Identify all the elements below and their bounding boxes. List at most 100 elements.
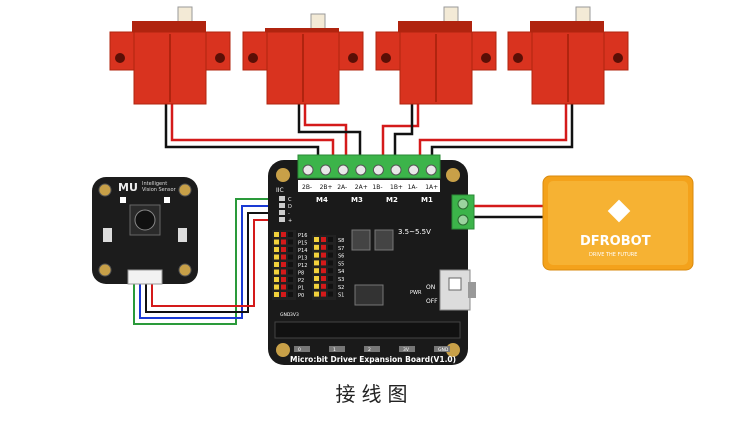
board-title: Micro:bit Driver Expansion Board(V1.0) [290, 355, 456, 364]
servo-pin-strip [328, 237, 333, 242]
servo-pin-strip [321, 276, 326, 281]
edge-label: 1 [333, 347, 336, 353]
motor-port-label: M3 [351, 196, 363, 204]
pwm-chip [354, 284, 384, 306]
edge-connector [274, 321, 461, 339]
sensor-name-line1: Intelligent [142, 181, 167, 187]
mount-hole [276, 168, 290, 182]
wire-servo4-red [418, 104, 568, 162]
servo-pin-strip [328, 260, 333, 266]
driver-chip [374, 229, 394, 251]
terminal-screw [337, 164, 349, 176]
power-terminal [451, 194, 475, 230]
servo-pin-strip [314, 291, 319, 297]
pin-strip [288, 247, 293, 252]
motor-pin-label: 2A- [337, 184, 347, 191]
iic-pin [279, 196, 285, 201]
pin-strip [288, 239, 293, 245]
servo-pin-strip [321, 244, 326, 250]
edge-label: 0 [298, 347, 301, 353]
servo-pin-strip [328, 268, 333, 274]
iic-pin-label: - [288, 211, 290, 217]
sensor-name-line2: Vision Sensor [142, 187, 177, 193]
terminal-screw [355, 164, 367, 176]
iic-pin [279, 210, 285, 215]
pin-strip [274, 262, 279, 267]
pin-strip [274, 247, 279, 252]
servo-motor [375, 6, 497, 105]
motor-port-label: M4 [316, 196, 328, 204]
pin-strip [274, 254, 279, 260]
left-pin-label: P16 [298, 233, 307, 239]
wire-iic-black [145, 212, 279, 313]
iic-pin-label: + [288, 218, 292, 224]
edge-pad [434, 346, 450, 352]
terminal-screw [320, 164, 332, 176]
bottom-row-label: GND [280, 312, 291, 318]
servo-pin-strip [328, 244, 333, 250]
diagram-caption: 接线图 [335, 382, 414, 406]
motor-pin-label: 1B+ [390, 184, 403, 191]
mount-hole [98, 263, 112, 277]
servo-pin-label: S1 [338, 293, 344, 299]
pin-strip [274, 284, 279, 290]
left-pin-label: P14 [298, 248, 307, 254]
pin-strip [281, 239, 286, 245]
motor-pin-label: 2B- [302, 184, 312, 191]
pin-strip [274, 277, 279, 282]
sensor-logo: MU [118, 181, 138, 194]
wire-iic-blue [139, 205, 279, 319]
pin-strip [288, 232, 293, 237]
servo-pin-strip [328, 276, 333, 281]
switch-on-label: ON [426, 284, 435, 291]
edge-pad [294, 346, 310, 352]
servo-motor [109, 6, 231, 105]
pin-strip [281, 262, 286, 267]
wire-servo1-red [170, 104, 335, 162]
pin-strip [288, 254, 293, 260]
edge-label: 2 [368, 347, 371, 353]
camera-lens [134, 209, 156, 231]
battery-brand: DFROBOT [580, 234, 651, 249]
sensor-connector [127, 269, 163, 285]
servo-pin-strip [314, 276, 319, 281]
motor-pin-label: 1B- [372, 184, 382, 191]
left-pin-label: P12 [298, 263, 307, 269]
pin-strip [281, 292, 286, 297]
wire-servo3-red [381, 104, 420, 162]
bottom-row-label: 3V3 [290, 312, 299, 318]
battery-slogan: DRIVE THE FUTURE [589, 252, 637, 258]
servo-pin-strip [321, 268, 326, 274]
motor-pin-label: 2A+ [355, 184, 368, 191]
servo-pin-label: S2 [338, 285, 344, 291]
servo-pin-label: S5 [338, 261, 344, 267]
iic-pin [279, 217, 285, 222]
left-pin-label: P0 [298, 293, 304, 299]
left-pin-label: P8 [298, 271, 304, 277]
battery-pack: DFROBOT DRIVE THE FUTURE [542, 175, 694, 271]
usb-connector [468, 282, 476, 298]
motor-pin-label: 1A- [408, 184, 418, 191]
servo-pin-label: S7 [338, 246, 344, 252]
pin-strip [281, 284, 286, 290]
motor-pin-label: 1A+ [425, 184, 438, 191]
servo-wires [164, 104, 574, 162]
pin-strip [274, 292, 279, 297]
switch-off-label: OFF [426, 298, 438, 305]
mount-hole [276, 343, 290, 357]
servo-pin-strip [321, 291, 326, 297]
servo-pin-strip [314, 237, 319, 242]
wire-iic-green [133, 198, 279, 325]
terminal-screw [302, 164, 314, 176]
servo-pin-strip [314, 252, 319, 258]
servo-pin-strip [314, 283, 319, 289]
edge-label: GND [438, 347, 449, 353]
servo-pin-strip [321, 283, 326, 289]
terminal-screw [425, 164, 437, 176]
motor-port-label: M2 [386, 196, 398, 204]
servo-pin-label: S3 [338, 277, 344, 283]
left-pin-label: P1 [298, 286, 304, 292]
servo-header [312, 235, 336, 300]
pin-strip [274, 239, 279, 245]
